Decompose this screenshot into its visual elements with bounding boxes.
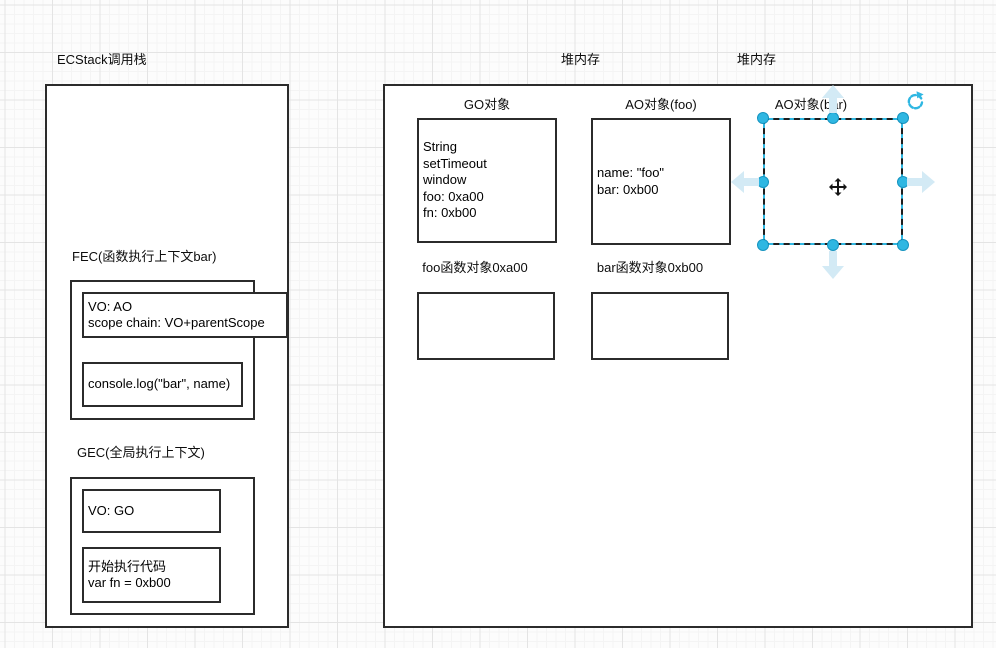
selection-handle-sw[interactable] — [757, 239, 769, 251]
fec-code-line1: console.log("bar", name) — [88, 376, 231, 392]
fec-vo-line2: scope chain: VO+parentScope — [88, 315, 265, 330]
fec-vo-line1: VO: AO — [88, 298, 133, 314]
gec-label[interactable]: GEC(全局执行上下文) — [77, 445, 205, 460]
ao-foo-line2: bar: 0xb00 — [597, 181, 659, 197]
direction-arrow-down-icon[interactable] — [822, 251, 844, 279]
direction-arrow-left-icon[interactable] — [731, 171, 759, 193]
fec-code-box[interactable]: console.log("bar", name) — [82, 362, 243, 407]
ao-foo-box[interactable]: name: "foo" bar: 0xb00 — [591, 118, 731, 245]
direction-arrow-up-icon[interactable] — [822, 85, 844, 113]
gec-vo-line1: VO: GO — [88, 502, 135, 518]
bar-fn-label[interactable]: bar函数对象0xb00 — [596, 260, 704, 275]
foo-fn-box[interactable] — [417, 292, 555, 360]
go-line2: setTimeout — [423, 155, 487, 171]
heap-title-right[interactable]: 堆内存 — [737, 52, 777, 67]
bar-fn-box[interactable] — [591, 292, 729, 360]
go-object-box[interactable]: String setTimeout window foo: 0xa00 fn: … — [417, 118, 557, 243]
go-line1: String — [423, 139, 457, 155]
gec-code-box[interactable]: 开始执行代码 var fn = 0xb00 — [82, 547, 221, 603]
gec-code-line2: var fn = 0xb00 — [88, 575, 171, 590]
gec-code-line1: 开始执行代码 — [88, 558, 167, 574]
go-line4: foo: 0xa00 — [423, 188, 484, 204]
selection-handle-se[interactable] — [897, 239, 909, 251]
go-line3: window — [423, 172, 467, 188]
rotate-icon[interactable] — [905, 91, 925, 111]
fec-label[interactable]: FEC(函数执行上下文bar) — [72, 249, 217, 264]
foo-fn-label[interactable]: foo函数对象0xa00 — [422, 260, 528, 275]
gec-vo-box[interactable]: VO: GO — [82, 489, 221, 533]
move-icon[interactable] — [829, 178, 847, 196]
selection-handle-ne[interactable] — [897, 112, 909, 124]
ao-bar-label[interactable]: AO对象(bar) — [774, 97, 848, 112]
ao-foo-line1: name: "foo" — [597, 165, 665, 180]
heap-title-left[interactable]: 堆内存 — [561, 52, 601, 67]
ao-foo-label[interactable]: AO对象(foo) — [625, 97, 697, 112]
go-line5: fn: 0xb00 — [423, 205, 477, 221]
selection-handle-n[interactable] — [827, 112, 839, 124]
go-object-label[interactable]: GO对象 — [463, 97, 511, 112]
direction-arrow-right-icon[interactable] — [907, 171, 935, 193]
fec-vo-box[interactable]: VO: AO scope chain: VO+parentScope — [82, 292, 288, 338]
selection-handle-s[interactable] — [827, 239, 839, 251]
ecstack-title[interactable]: ECStack调用栈 — [57, 52, 147, 67]
selection-handle-nw[interactable] — [757, 112, 769, 124]
